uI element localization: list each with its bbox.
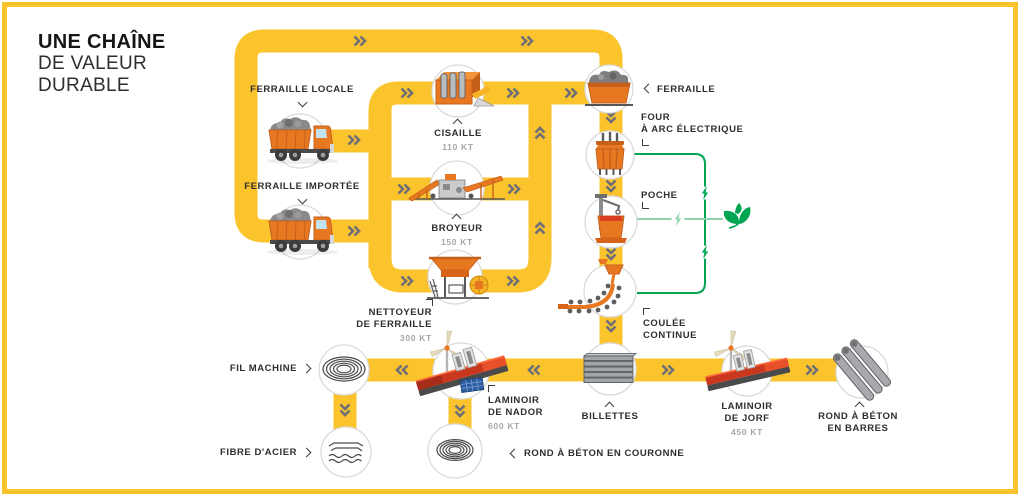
label-four-line1: FOUR: [641, 112, 671, 123]
continuous-casting-icon: [558, 259, 624, 314]
label-laminoir-jorf: LAMINOIR DE JORF 450 KT: [697, 401, 797, 438]
solar-panel-icon: [459, 376, 485, 394]
label-ferraille-locale: FERRAILLE LOCALE: [250, 84, 354, 95]
pipe-trunk-and-shear-row: [368, 81, 604, 268]
label-nettoyeur: NETTOYEUR DE FERRAILLE 300 KT: [312, 307, 432, 344]
label-laminoir-nador: LAMINOIR DE NADOR 600 KT: [488, 395, 543, 432]
label-rond-couronne: ROND À BÉTON EN COURONNE: [524, 448, 685, 459]
label-fil-machine: FIL MACHINE: [229, 363, 297, 374]
label-jorf-line2: DE JORF: [724, 413, 770, 424]
rebar-bars-icon: [833, 339, 891, 401]
label-billettes: BILLETTES: [581, 411, 639, 422]
label-broyeur: BROYEUR 150 KT: [407, 223, 507, 248]
green-leaf-icon: [723, 203, 751, 229]
label-nettoyeur-capacity: 300 KT: [399, 333, 432, 343]
label-nador-line1: LAMINOIR: [488, 395, 540, 406]
rebar-coil-icon: [436, 439, 474, 462]
node-circle-fibre-acier: [320, 426, 372, 478]
node-circle-fil-machine: [318, 344, 370, 396]
rolling-mill-jorf-icon: [705, 349, 791, 391]
label-poche: POCHE: [641, 190, 678, 201]
label-nettoyeur-line2: DE FERRAILLE: [356, 319, 432, 330]
title-line-3: DURABLE: [38, 75, 130, 96]
billets-stack-icon: [582, 353, 638, 383]
title-line-2: DE VALEUR: [38, 53, 147, 74]
label-cisaille-capacity: 110 KT: [442, 142, 474, 152]
steel-ladle-icon: [595, 194, 627, 243]
label-ferraille-importee: FERRAILLE IMPORTÉE: [244, 181, 360, 192]
label-cisaille: CISAILLE 110 KT: [408, 128, 508, 153]
page-title: UNE CHAÎNE DE VALEUR DURABLE: [38, 31, 165, 97]
label-nador-line2: DE NADOR: [488, 407, 544, 418]
label-barres-line2: EN BARRES: [827, 423, 889, 434]
label-four-line2: À ARC ÉLECTRIQUE: [641, 124, 744, 135]
title-line-1: UNE CHAÎNE: [38, 31, 166, 53]
pipe-top-loop: [234, 29, 623, 243]
label-nettoyeur-line1: NETTOYEUR: [368, 307, 432, 318]
label-jorf-capacity: 450 KT: [730, 427, 764, 437]
pointer-corner-icon: [642, 202, 649, 209]
label-rond-barres: ROND À BÉTON EN BARRES: [796, 411, 920, 435]
label-four: FOUR À ARC ÉLECTRIQUE: [641, 112, 743, 136]
shredder-machine-icon: [408, 174, 505, 202]
electric-arc-furnace-icon: [595, 132, 625, 175]
green-energy-network: [633, 153, 751, 294]
green-energy-line: [634, 153, 706, 294]
rolling-mill-nador-icon: [415, 346, 509, 396]
shear-machine-icon: [435, 71, 495, 107]
scrap-container-icon: [585, 70, 633, 106]
label-coulee-line2: CONTINUE: [643, 330, 698, 341]
pointer-corner-icon: [426, 299, 433, 306]
label-coulee: COULÉE CONTINUE: [643, 318, 697, 342]
label-cisaille-text: CISAILLE: [434, 128, 482, 139]
label-broyeur-capacity: 150 KT: [440, 237, 474, 247]
label-jorf-line1: LAMINOIR: [721, 401, 773, 412]
label-coulee-line1: COULÉE: [643, 318, 686, 329]
steel-fibre-icon: [328, 442, 364, 464]
wire-rod-coil-icon: [322, 356, 366, 382]
label-ferraille: FERRAILLE: [657, 84, 716, 95]
pointer-corner-icon: [643, 308, 650, 315]
label-fibre-acier: FIBRE D'ACIER: [220, 447, 297, 458]
pointer-corner-icon: [642, 139, 649, 146]
node-circle-rond-couronne: [427, 423, 483, 479]
pointer-corner-icon: [488, 385, 495, 392]
label-nador-capacity: 600 KT: [488, 421, 521, 431]
label-broyeur-text: BROYEUR: [431, 223, 483, 234]
label-barres-line1: ROND À BÉTON: [818, 411, 898, 422]
scrap-cleaner-machine-icon: [427, 256, 489, 299]
